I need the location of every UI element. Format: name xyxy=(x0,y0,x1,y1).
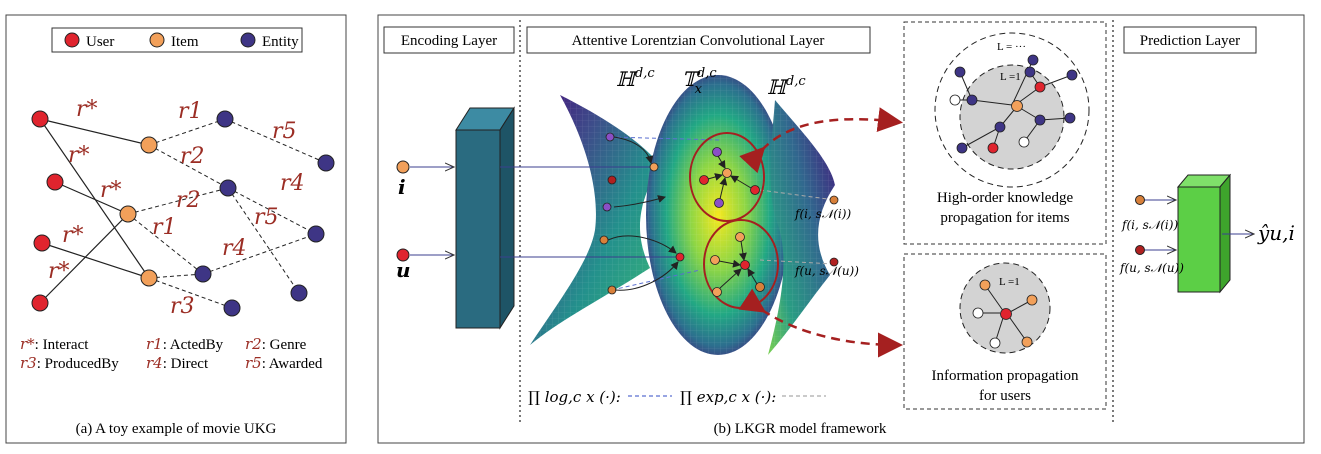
user-node xyxy=(46,173,64,191)
output-label: ŷu,i xyxy=(1257,221,1295,245)
rel-label: r2 xyxy=(180,144,205,169)
entity-node xyxy=(290,284,308,302)
legend-user-label: User xyxy=(86,34,114,50)
caption-b: (b) LKGR model framework xyxy=(714,421,887,437)
item-zoom-arrow xyxy=(739,107,903,174)
l-one-user-label: L =1 xyxy=(999,276,1020,288)
encoding-title-box xyxy=(383,26,515,54)
hyperbolic-surface-left xyxy=(530,95,660,345)
key-entry: r1: ActedBy xyxy=(146,335,224,353)
user-node xyxy=(33,234,51,252)
rel-label: r1 xyxy=(152,215,177,240)
user-node xyxy=(31,294,49,312)
rel-label: r1 xyxy=(178,99,203,124)
user-node xyxy=(31,110,49,128)
panel-b: Encoding Layer Attentive Lorentzian Conv… xyxy=(377,14,1305,444)
pred-user-label: f(u, s𝒩(u)) xyxy=(1119,261,1184,275)
key-entry: r*: Interact xyxy=(20,335,89,353)
surface-nodes xyxy=(599,132,839,295)
pred-user-node xyxy=(1135,245,1145,255)
item-neighborhood-ring xyxy=(689,132,765,222)
input-user-node xyxy=(396,248,410,262)
legend-entity-marker xyxy=(240,32,256,48)
legend-item-label: Item xyxy=(171,34,199,50)
prediction-title-box xyxy=(1123,26,1257,54)
rel-label: r* xyxy=(76,97,98,122)
pred-item-node xyxy=(1135,195,1145,205)
agg-item-label: f(i, s𝒩(i)) xyxy=(794,207,851,221)
tangent-edges xyxy=(707,155,758,289)
rel-label: r* xyxy=(100,178,122,203)
rel-label: r4 xyxy=(222,236,247,261)
hyperbolic-right-label: ℍd,c xyxy=(767,74,806,99)
input-item-node xyxy=(396,160,410,174)
aggregation-curves xyxy=(607,136,679,291)
kg-edges xyxy=(127,118,327,309)
key-entry: r2: Genre xyxy=(245,335,307,353)
rel-label: r3 xyxy=(170,294,195,319)
rel-label: r* xyxy=(62,223,84,248)
entity-node xyxy=(317,154,335,172)
exp-map-label: ∏ exp,c x (·): xyxy=(680,388,776,406)
entity-node xyxy=(194,265,212,283)
entity-node xyxy=(216,110,234,128)
users-box-line2: for users xyxy=(979,388,1031,404)
pred-item-label: f(i, s𝒩(i)) xyxy=(1121,218,1178,232)
legend-user-marker xyxy=(64,32,80,48)
rel-label: r* xyxy=(48,259,70,284)
entity-node xyxy=(223,299,241,317)
l-dots-label: L = ··· xyxy=(997,41,1026,53)
relation-key: r*: Interact r1: ActedBy r2: Genre r3: P… xyxy=(20,335,323,372)
log-map-label: ∏ log,c x (·): xyxy=(528,388,621,406)
item-node xyxy=(119,205,137,223)
encoder-block xyxy=(455,106,515,330)
legend-item-marker xyxy=(149,32,165,48)
prediction-title: Prediction Layer xyxy=(1140,33,1240,49)
relation-labels: r* r* r* r* r* r1 r2 r5 r4 r2 r1 r5 r4 r… xyxy=(48,97,305,319)
rel-label: r2 xyxy=(176,188,201,213)
entity-node xyxy=(219,179,237,197)
item-node xyxy=(140,136,158,154)
agg-user-label: f(u, s𝒩(u)) xyxy=(794,264,859,278)
rel-label: r5 xyxy=(254,205,279,230)
tangent-nodes xyxy=(699,147,765,297)
user-propagation-box xyxy=(903,253,1107,410)
panel-a: User Item Entity xyxy=(5,14,347,444)
panel-b-frame xyxy=(377,14,1305,444)
attentive-title: Attentive Lorentzian Convolutional Layer xyxy=(572,33,825,49)
predictor-block xyxy=(1176,173,1232,294)
user-zoom-arrow xyxy=(738,288,903,358)
rel-label: r5 xyxy=(272,119,297,144)
panel-a-frame xyxy=(5,14,347,444)
legend-box xyxy=(51,27,303,53)
key-entry: r4: Direct xyxy=(146,354,209,372)
l-one-label: L =1 xyxy=(1000,71,1021,83)
key-entry: r3: ProducedBy xyxy=(20,354,119,372)
encoding-title: Encoding Layer xyxy=(401,33,497,49)
input-user-label: u xyxy=(396,258,411,282)
entity-node xyxy=(307,225,325,243)
items-box-line1: High-order knowledge xyxy=(937,190,1074,206)
attentive-title-box xyxy=(526,26,871,54)
item-node xyxy=(140,269,158,287)
items-box-line2: propagation for items xyxy=(940,210,1069,226)
caption-a: (a) A toy example of movie UKG xyxy=(76,421,277,437)
item-propagation-box xyxy=(903,21,1107,245)
item-graph: L = ··· L =1 xyxy=(934,32,1090,188)
hyperbolic-left-label: ℍd,c xyxy=(616,66,655,91)
input-item-label: i xyxy=(398,175,406,199)
key-entry: r5: Awarded xyxy=(245,354,323,372)
user-graph: L =1 xyxy=(959,262,1051,354)
users-box-line1: Information propagation xyxy=(931,368,1079,384)
rel-label: r4 xyxy=(280,171,305,196)
toy-nodes xyxy=(31,110,335,317)
rel-label: r* xyxy=(68,143,90,168)
legend-entity-label: Entity xyxy=(262,34,299,50)
interact-edges xyxy=(39,118,150,304)
